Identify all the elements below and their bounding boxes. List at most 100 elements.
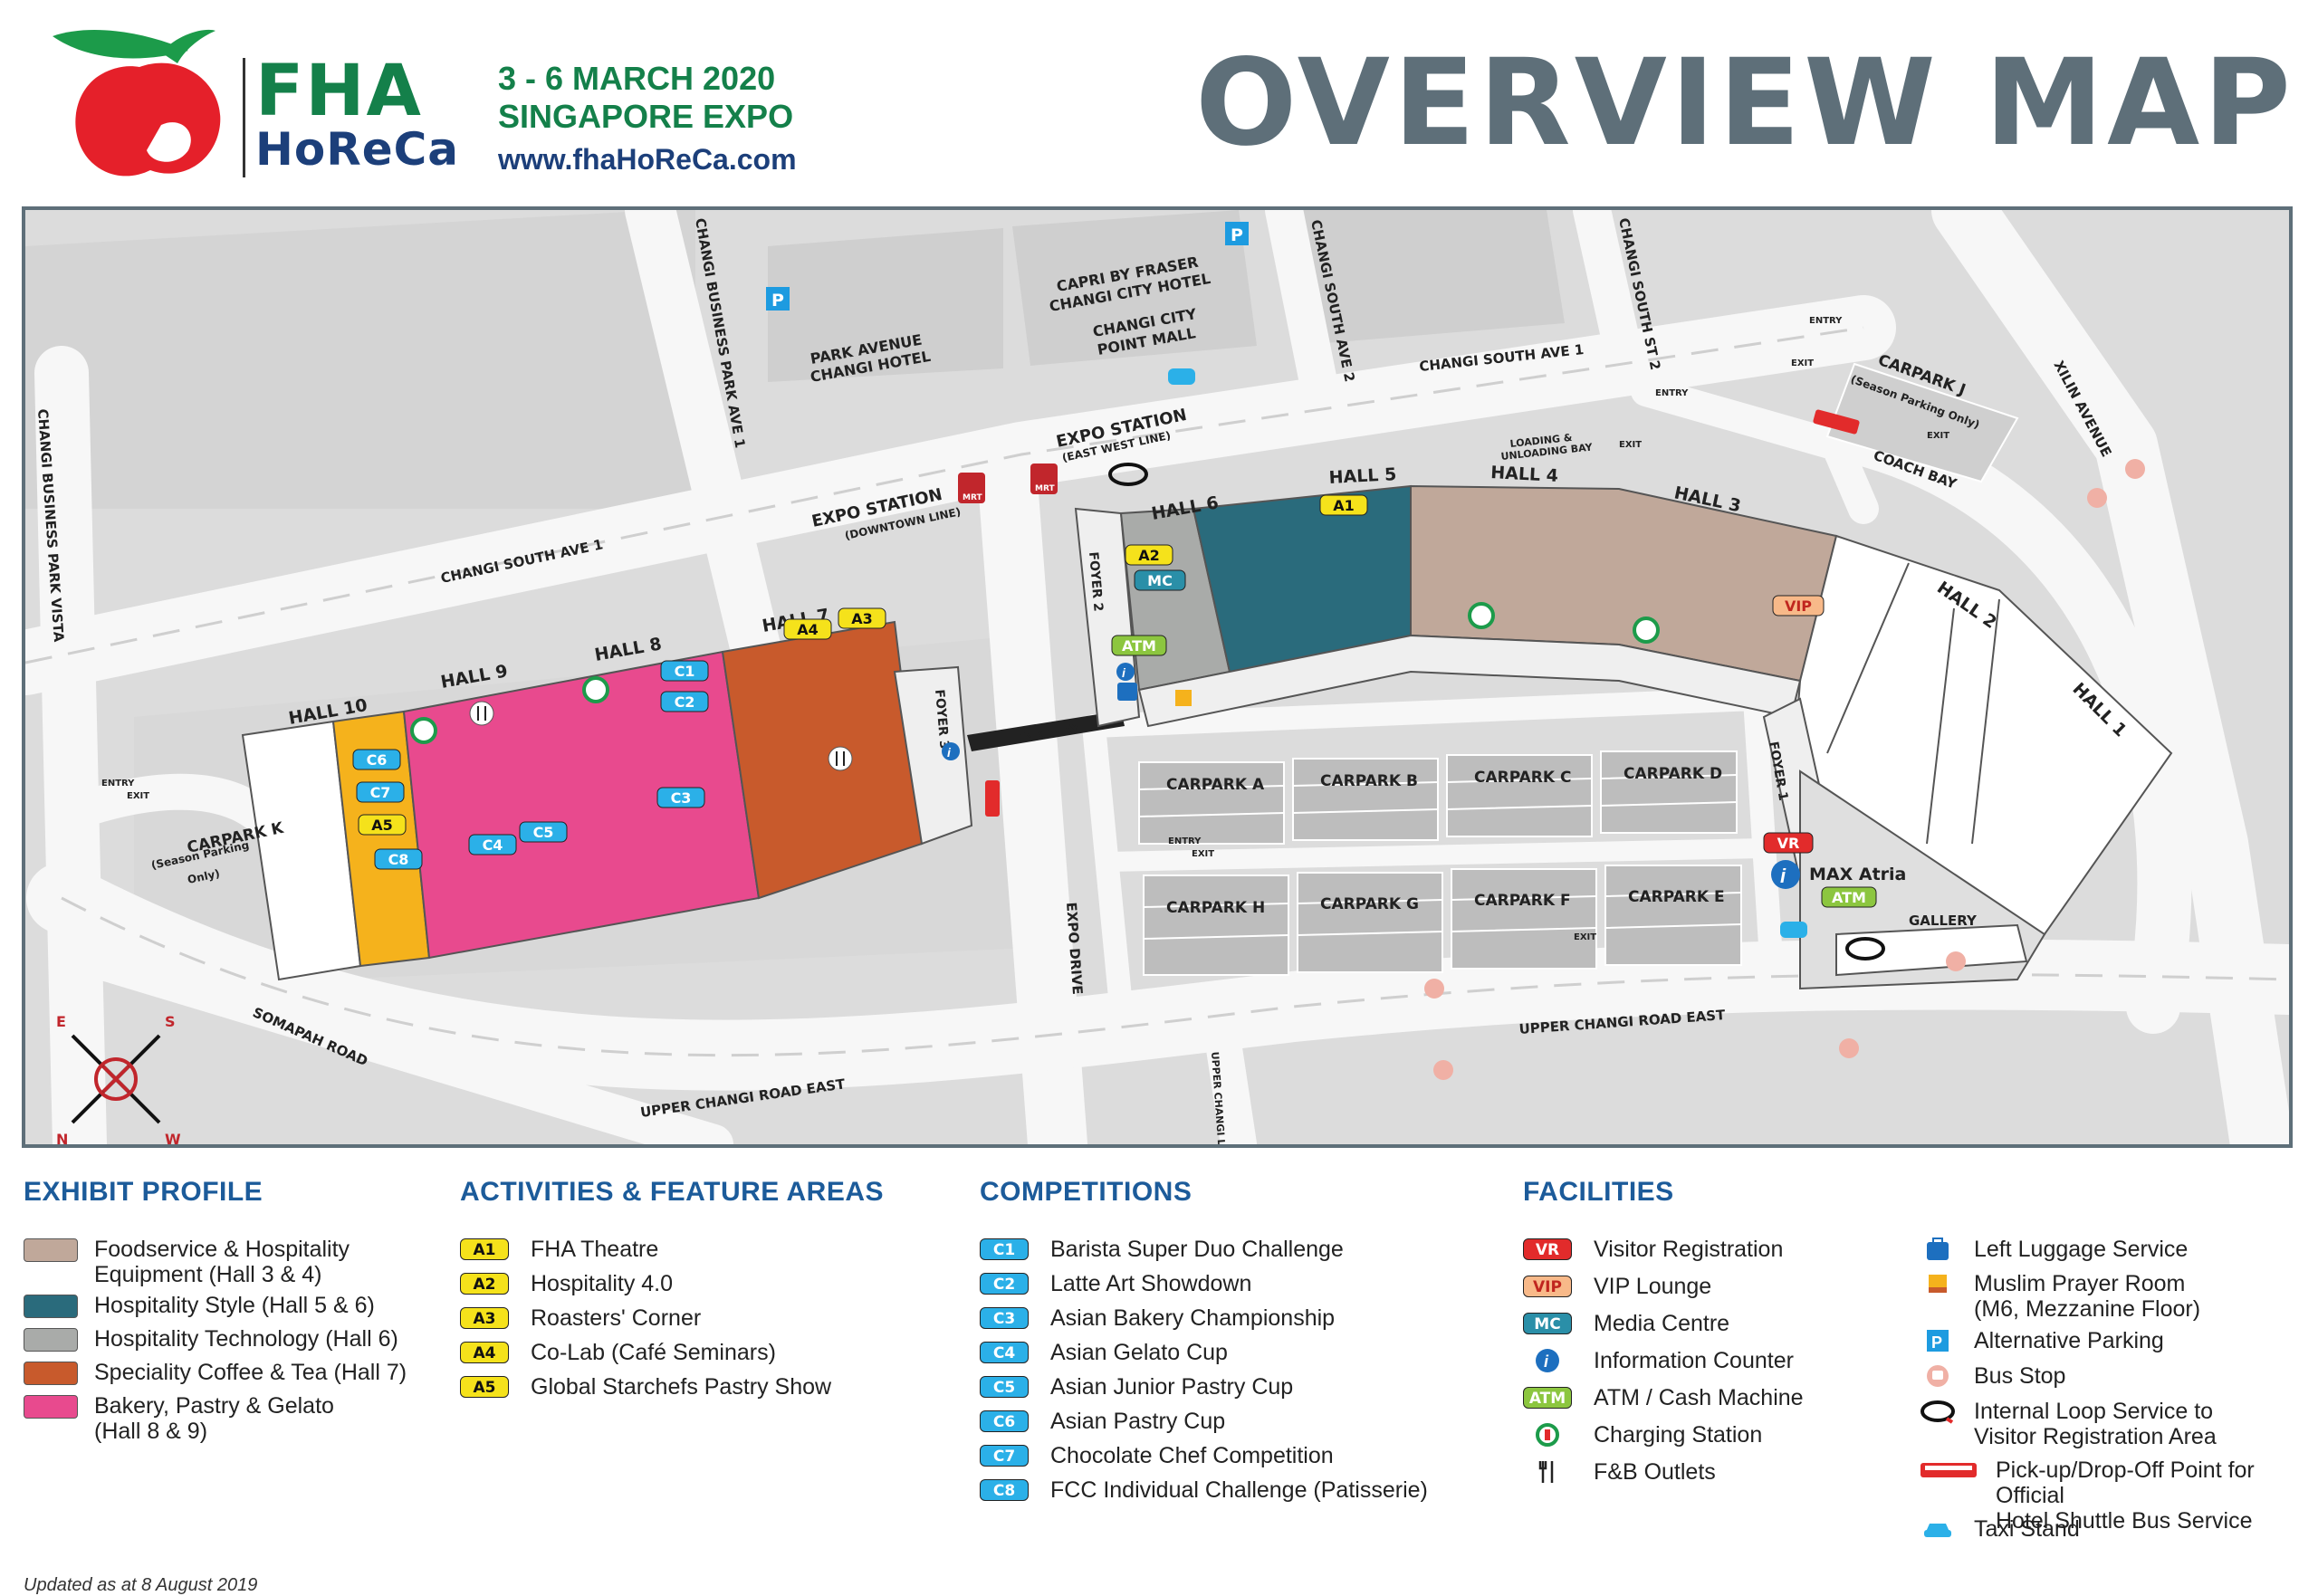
bus-stop-icon xyxy=(1946,951,1966,971)
badge-c4[interactable]: C4 xyxy=(468,834,517,855)
badge-c5[interactable]: C5 xyxy=(519,821,568,843)
carpark-h-label: CARPARK H xyxy=(1166,899,1265,917)
svg-text:VIP: VIP xyxy=(1785,597,1812,615)
fork-knife-icon xyxy=(828,746,853,771)
bus-stop-icon xyxy=(2125,459,2145,479)
badge-c8[interactable]: C8 xyxy=(374,848,423,870)
charging-icon xyxy=(1468,602,1495,629)
svg-text:C4: C4 xyxy=(483,836,503,854)
bus-stop-icon xyxy=(1920,1363,1956,1389)
legend-exhibit-profile-heading: EXHIBIT PROFILE xyxy=(24,1177,263,1207)
page-title: OVERVIEW MAP xyxy=(1195,33,2294,173)
badge-a2[interactable]: A2 xyxy=(1125,544,1173,566)
overview-map[interactable]: HALL 10 HALL 9 HALL 8 HALL 7 HALL 6 HALL… xyxy=(22,206,2293,1148)
event-url[interactable]: www.fhaHoReCa.com xyxy=(498,143,797,176)
swatch-bakery xyxy=(24,1395,78,1419)
carpark-k-entry: ENTRY xyxy=(101,779,135,788)
badge-a1[interactable]: A1 xyxy=(1319,494,1368,516)
badge-vr[interactable]: VR xyxy=(1763,832,1814,854)
badge-c1[interactable]: C1 xyxy=(660,660,709,682)
badge-c3[interactable]: C3 xyxy=(656,787,705,808)
svg-text:S: S xyxy=(165,1013,176,1030)
svg-text:A2: A2 xyxy=(1138,547,1160,564)
svg-text:P: P xyxy=(1931,1333,1942,1352)
carpark-k-exit: EXIT xyxy=(127,791,149,801)
luggage-icon xyxy=(1117,683,1137,701)
carpark-j-exit: EXIT xyxy=(1791,358,1814,368)
legend-hospitality-tech: Hospitality Technology (Hall 6) xyxy=(24,1326,398,1352)
legend-competitions-heading: COMPETITIONS xyxy=(980,1177,1193,1207)
svg-text:N: N xyxy=(56,1131,68,1144)
badge-atm-max-atria[interactable]: ATM xyxy=(1821,886,1877,908)
svg-text:C1: C1 xyxy=(675,663,695,680)
bus-stop-icon xyxy=(1433,1060,1453,1080)
badge-vip[interactable]: VIP xyxy=(1772,595,1825,616)
carpark-e-label: CARPARK E xyxy=(1628,888,1725,906)
shuttle-bus-icon xyxy=(985,780,1000,817)
carpark-entry: ENTRY xyxy=(1655,388,1689,398)
legend-facilities-heading: FACILITIES xyxy=(1523,1177,1674,1207)
carpark-d-label: CARPARK D xyxy=(1624,765,1722,783)
svg-text:C8: C8 xyxy=(388,851,409,868)
updated-note: Updated as at 8 August 2019 xyxy=(24,1575,258,1595)
map-canvas: HALL 10 HALL 9 HALL 8 HALL 7 HALL 6 HALL… xyxy=(25,210,2289,1144)
prayer-icon xyxy=(1920,1271,1956,1296)
carpark-j-exit-2: EXIT xyxy=(1927,431,1949,441)
legend-charging: Charging Station xyxy=(1523,1422,1762,1448)
info-icon[interactable]: i xyxy=(942,742,960,760)
svg-text:A1: A1 xyxy=(1333,497,1355,514)
mrt-icon: MRT xyxy=(958,473,985,503)
compass-rose: E S N W xyxy=(56,1013,181,1144)
parking-icon: P xyxy=(1225,222,1249,245)
brand-horeca: HoReCa xyxy=(255,123,460,176)
fha-apple-logo xyxy=(25,24,234,182)
svg-text:ATM: ATM xyxy=(1122,637,1156,655)
foyer-2-label: FOYER 2 xyxy=(1086,551,1106,612)
svg-text:W: W xyxy=(165,1131,181,1144)
svg-text:MC: MC xyxy=(1147,572,1173,589)
badge-c6[interactable]: C6 xyxy=(352,749,401,770)
max-atria-label: MAX Atria xyxy=(1809,865,1906,884)
carpark-b-label: CARPARK B xyxy=(1320,772,1418,790)
taxi-icon xyxy=(1780,922,1807,938)
info-icon[interactable]: i xyxy=(1771,860,1800,889)
badge-a3[interactable]: A3 xyxy=(838,607,886,629)
charging-icon xyxy=(410,717,437,744)
prayer-icon xyxy=(1175,690,1192,706)
carpark-c-label: CARPARK C xyxy=(1474,769,1571,787)
svg-text:MRT: MRT xyxy=(963,493,982,502)
legend-parking: P Alternative Parking xyxy=(1920,1328,2164,1353)
badge-mc[interactable]: MC xyxy=(1134,569,1186,591)
legend-fb: F&B Outlets xyxy=(1523,1459,1716,1485)
gallery-label: GALLERY xyxy=(1909,913,1978,929)
badge-c7[interactable]: C7 xyxy=(356,781,405,803)
svg-text:MRT: MRT xyxy=(1035,484,1055,493)
badge-atm[interactable]: ATM xyxy=(1111,635,1167,656)
mrt-icon: MRT xyxy=(1030,464,1058,494)
legend-bus-stop: Bus Stop xyxy=(1920,1363,2065,1389)
hall-4-label: HALL 4 xyxy=(1490,463,1559,486)
legend-taxi: Taxi Stand xyxy=(1920,1516,2080,1542)
carpark-g-label: CARPARK G xyxy=(1320,895,1419,913)
svg-text:VR: VR xyxy=(1777,835,1800,852)
hall-5-label: HALL 5 xyxy=(1328,464,1397,488)
legend-info: i Information Counter xyxy=(1523,1348,1794,1373)
info-icon[interactable]: i xyxy=(1116,663,1135,681)
event-venue: SINGAPORE EXPO xyxy=(498,98,794,135)
bus-stop-icon xyxy=(1839,1038,1859,1058)
svg-text:C6: C6 xyxy=(367,751,388,769)
badge-c2[interactable]: C2 xyxy=(660,691,709,712)
badge-a4[interactable]: A4 xyxy=(783,618,832,640)
svg-text:C3: C3 xyxy=(671,789,692,807)
badge-a5[interactable]: A5 xyxy=(358,814,407,836)
